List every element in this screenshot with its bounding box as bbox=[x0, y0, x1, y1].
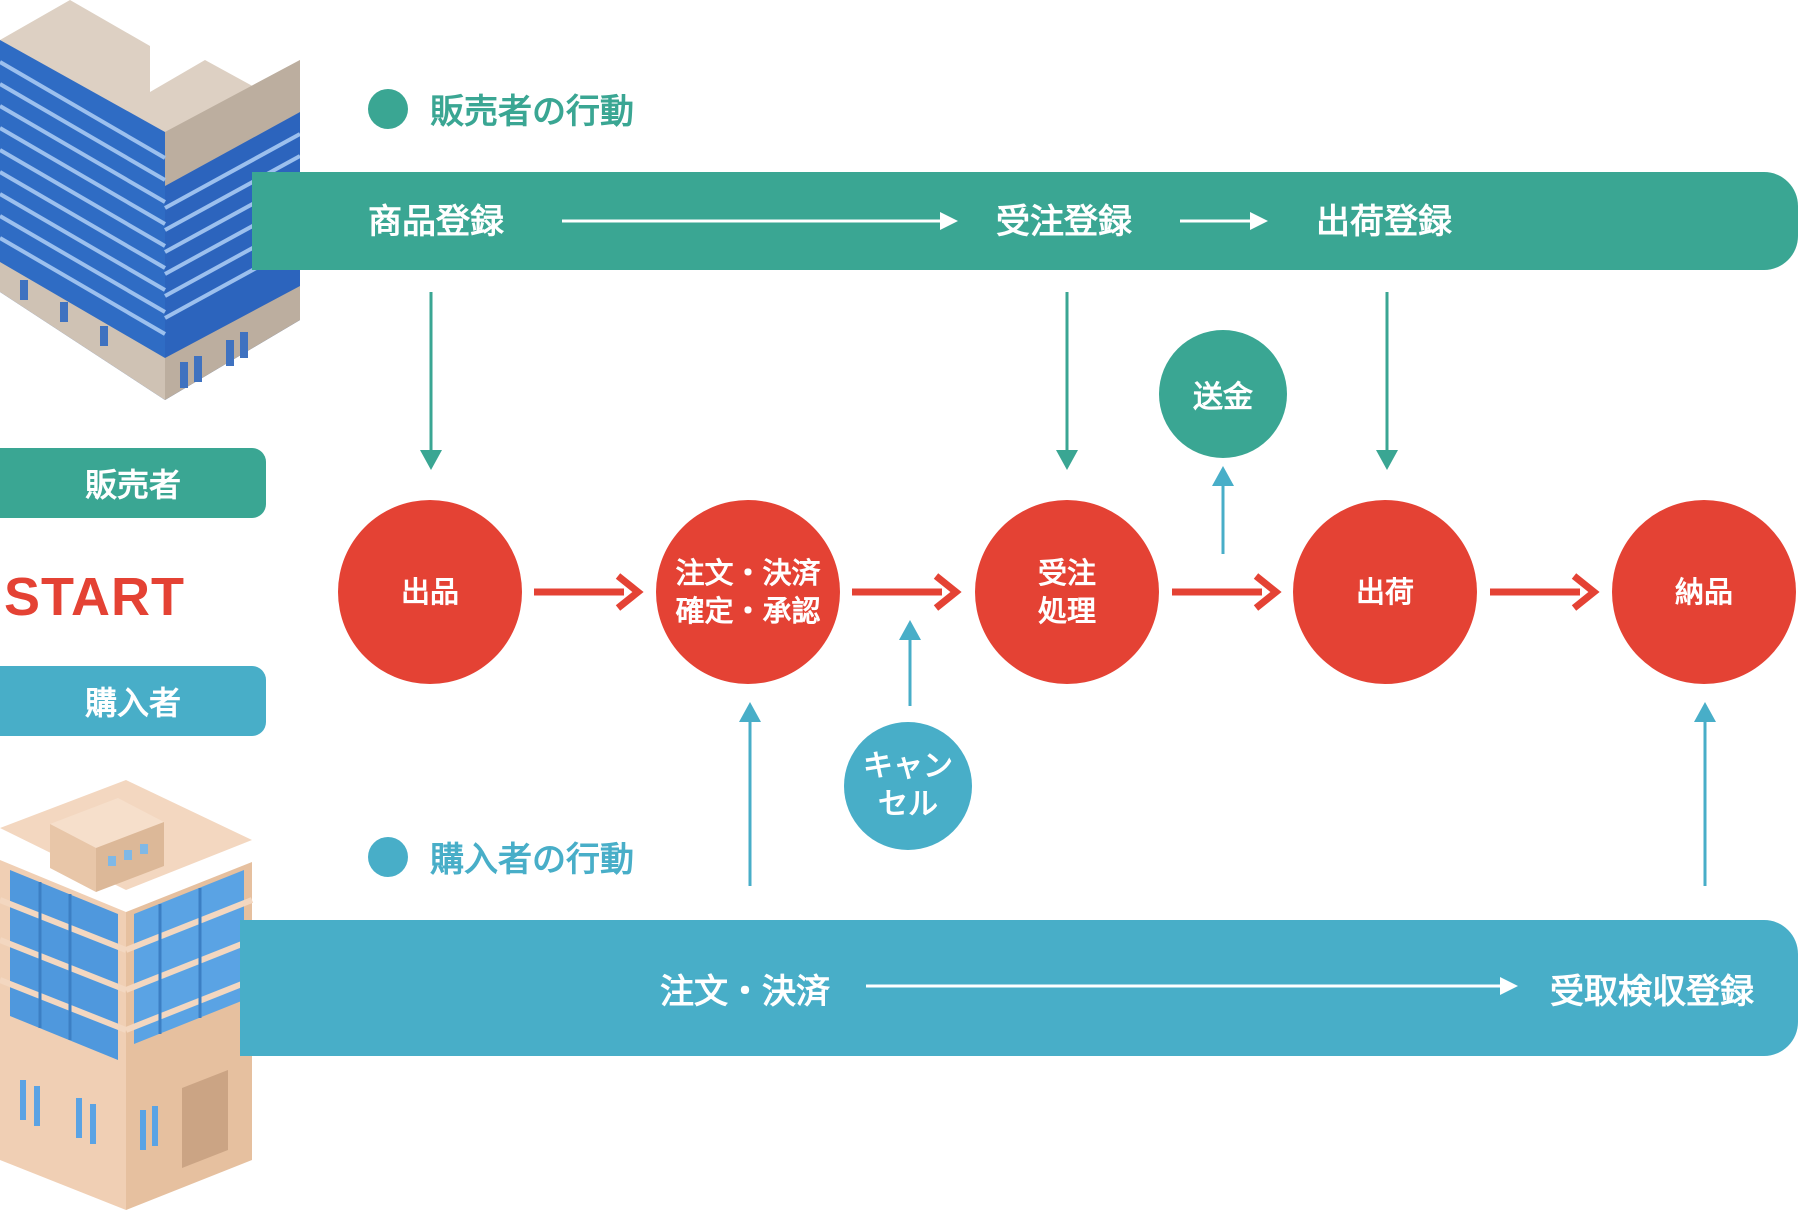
arrowhead-1 bbox=[940, 212, 958, 230]
cancel-node: キャン セル bbox=[844, 722, 972, 850]
seller-action-band bbox=[252, 172, 1798, 270]
arrowhead-2 bbox=[1250, 212, 1268, 230]
red-arrow-2 bbox=[933, 573, 962, 611]
up-arrow-delivery bbox=[1694, 702, 1716, 722]
step-order-payment: 注文・決済 bbox=[660, 972, 830, 1012]
red-arrow-3 bbox=[1253, 573, 1282, 611]
buyer-building-icon bbox=[0, 780, 254, 1210]
process-delivery-label: 納品 bbox=[1674, 575, 1733, 609]
buyer-legend-label: 購入者の行動 bbox=[430, 840, 634, 880]
buyer-role-pill: 購入者 bbox=[0, 666, 266, 736]
process-delivery: 納品 bbox=[1612, 500, 1796, 684]
process-listing: 出品 bbox=[338, 500, 522, 684]
red-arrow-4 bbox=[1571, 573, 1600, 611]
buyer-action-band bbox=[240, 920, 1798, 1056]
seller-building-icon bbox=[0, 0, 300, 400]
step-receipt-inspection: 受取検収登録 bbox=[1550, 972, 1754, 1012]
seller-legend: 販売者の行動 bbox=[368, 84, 634, 133]
start-label: START bbox=[4, 567, 185, 627]
buyer-legend: 購入者の行動 bbox=[368, 832, 634, 881]
red-arrow-1 bbox=[615, 573, 644, 611]
down-arrow-order-process bbox=[1056, 450, 1078, 470]
cancel-line1: キャン bbox=[863, 749, 953, 784]
remit-node: 送金 bbox=[1159, 330, 1287, 458]
process-shipping: 出荷 bbox=[1293, 500, 1477, 684]
up-arrow-order bbox=[739, 702, 761, 722]
up-arrow-remit bbox=[1212, 466, 1234, 486]
step-order-registration: 受注登録 bbox=[996, 202, 1132, 242]
process-listing-label: 出品 bbox=[400, 575, 459, 609]
down-arrow-shipping bbox=[1376, 450, 1398, 470]
process-order-handling-line1: 受注 bbox=[1037, 556, 1096, 590]
seller-legend-dot bbox=[368, 88, 408, 129]
cancel-line2: セル bbox=[878, 787, 938, 822]
seller-legend-label: 販売者の行動 bbox=[430, 92, 634, 132]
step-product-registration: 商品登録 bbox=[368, 202, 504, 242]
step-shipping-registration: 出荷登録 bbox=[1316, 202, 1452, 242]
process-order-handling: 受注 処理 bbox=[975, 500, 1159, 684]
process-order-confirm-line2: 確定・承認 bbox=[675, 594, 821, 628]
seller-role-pill: 販売者 bbox=[0, 448, 266, 518]
buyer-legend-dot bbox=[368, 836, 408, 877]
process-order-confirm: 注文・決済 確定・承認 bbox=[656, 500, 840, 684]
process-order-confirm-line1: 注文・決済 bbox=[675, 556, 821, 590]
remit-label: 送金 bbox=[1193, 380, 1253, 415]
process-shipping-label: 出荷 bbox=[1355, 575, 1414, 609]
process-order-handling-line2: 処理 bbox=[1037, 594, 1096, 628]
up-arrow-cancel bbox=[899, 620, 921, 640]
down-arrow-listing bbox=[420, 450, 442, 470]
arrowhead-3 bbox=[1500, 977, 1518, 995]
